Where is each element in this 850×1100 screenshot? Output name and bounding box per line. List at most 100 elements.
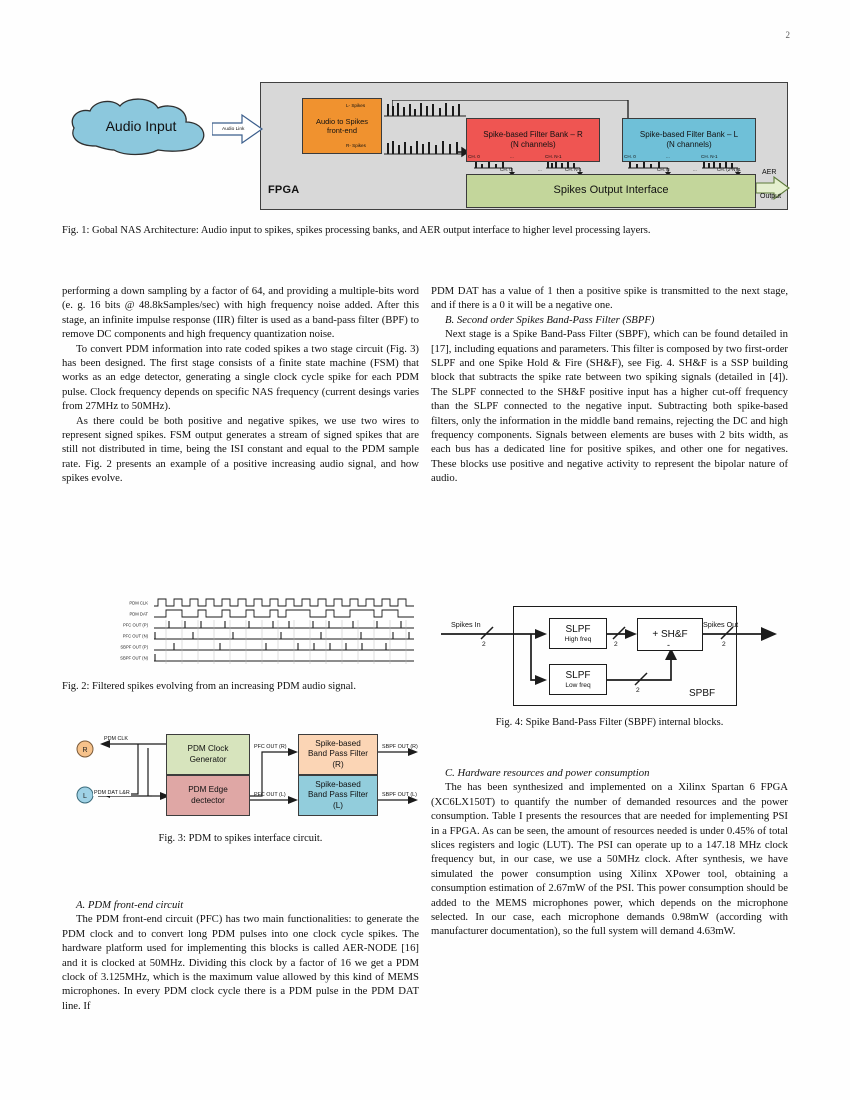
timing-diagram-svg: PDM CLK PDM DAT PFC OUT (P) PFC OUT (N) …	[120, 598, 414, 664]
section-c-heading: C. Hardware resources and power consumpt…	[445, 767, 650, 779]
svg-text:SBPF OUT (P): SBPF OUT (P)	[120, 645, 148, 650]
section-c-para: The has been synthesized and implemented…	[431, 781, 788, 938]
bpf-l-line-1: Spike-based	[315, 779, 361, 789]
right-column: PDM DAT has a value of 1 then a positive…	[431, 284, 788, 485]
pdm-edge-detector-block: PDM Edge dectector	[166, 775, 250, 816]
out-dots-2-label: ...	[693, 167, 697, 172]
slpf-hi-line-1: SLPF	[565, 623, 591, 635]
svg-text:PDM DAT: PDM DAT	[129, 612, 148, 617]
figure-3-caption: Fig. 3: PDM to spikes interface circuit.	[158, 833, 323, 844]
bpf-l-line-2: Band Pass Filter	[307, 790, 369, 800]
sbpf-out-r-label: SBPF OUT (R)	[382, 744, 418, 750]
microphone-r-icon: R	[76, 740, 94, 758]
left-para-1: performing a down sampling by a factor o…	[62, 285, 419, 341]
fpga-label: FPGA	[268, 184, 300, 196]
bpf-r-line-3: (R)	[332, 759, 344, 769]
left-column: performing a down sampling by a factor o…	[62, 284, 419, 485]
svg-text:2: 2	[614, 641, 618, 648]
audio-link-arrow-icon	[212, 113, 264, 145]
connector-front-end-to-bank-l	[392, 100, 632, 144]
clock-gen-line-2: Generator	[189, 754, 227, 764]
pdm-clock-generator-block: PDM Clock Generator	[166, 734, 250, 775]
figure-4: 2 2 2 2 Spikes In Spikes Out SLPF High f…	[431, 602, 788, 730]
out-ch-n-label: CH. N	[657, 167, 670, 172]
spikes-output-interface-label: Spikes Output Interface	[553, 184, 669, 197]
spike-band-pass-filter-l-block: Spike-based Band Pass Filter (L)	[298, 775, 378, 816]
svg-text:PFC OUT (N): PFC OUT (N)	[123, 634, 149, 639]
bpf-l-line-3: (L)	[332, 800, 343, 810]
bank-l-line-1: Spike-based Filter Bank – L	[639, 130, 739, 139]
figure-4-caption: Fig. 4: Spike Band-Pass Filter (SBPF) in…	[495, 717, 724, 728]
pdm-dat-label: PDM DAT L&R	[93, 790, 131, 796]
bank-r-line-2: (N channels)	[510, 140, 556, 149]
right-column-section-c: C. Hardware resources and power consumpt…	[431, 766, 788, 939]
figure-3: R L	[62, 730, 419, 846]
section-a-heading: A. PDM front-end circuit	[76, 899, 184, 911]
page-number: 2	[785, 30, 791, 40]
figure-1-caption: Fig. 1: Gobal NAS Architecture: Audio in…	[62, 225, 651, 236]
out-ch-0-label: CH. 0	[500, 167, 512, 172]
svg-text:R: R	[82, 747, 87, 754]
spike-train-l-icon	[384, 103, 466, 117]
bank-r-line-1: Spike-based Filter Bank – R	[483, 130, 583, 139]
bank-l-line-2: (N channels)	[666, 140, 712, 149]
shf-minus-label: -	[667, 640, 670, 650]
audio-to-spikes-front-end-block: Audio to Spikes front-end	[302, 98, 382, 154]
figure-2: PDM CLK PDM DAT PFC OUT (P) PFC OUT (N) …	[62, 596, 419, 694]
left-para-2: To convert PDM information into rate cod…	[62, 342, 419, 413]
svg-text:2: 2	[636, 687, 640, 694]
figure-4-canvas: 2 2 2 2 Spikes In Spikes Out SLPF High f…	[431, 602, 788, 708]
bank-l-ch-last: CH. N-1	[701, 154, 718, 159]
output-label: Output	[760, 193, 782, 200]
front-end-line-2: front-end	[326, 126, 358, 135]
aer-output-arrow-icon	[756, 176, 790, 200]
aer-label: AER	[762, 169, 777, 176]
svg-text:2: 2	[482, 641, 486, 648]
pfc-out-r-label: PFC OUT (R)	[254, 744, 287, 750]
spike-train-r-icon	[384, 141, 466, 155]
slpf-lo-line-1: SLPF	[565, 669, 591, 681]
spike-filter-bank-l-block: Spike-based Filter Bank – L (N channels)	[622, 118, 756, 162]
svg-text:L: L	[83, 793, 87, 800]
section-b-heading: B. Second order Spikes Band-Pass Filter …	[445, 313, 655, 326]
spike-filter-bank-r-block: Spike-based Filter Bank – R (N channels)	[466, 118, 600, 162]
audio-input-cloud-icon	[71, 98, 205, 156]
spike-band-pass-filter-r-block: Spike-based Band Pass Filter (R)	[298, 734, 378, 775]
spbf-label: SPBF	[689, 688, 716, 699]
arrow-into-bank-r-icon	[458, 146, 470, 158]
audio-input-label: Audio Input	[105, 118, 177, 134]
spbf-outer-boundary	[513, 606, 737, 706]
bpf-r-line-2: Band Pass Filter	[307, 749, 369, 759]
audio-link-label: Audio Link	[222, 127, 245, 132]
edge-det-line-1: PDM Edge	[188, 784, 228, 794]
out-ch-n-1-label: CH. N-1	[565, 167, 582, 172]
l-spikes-label: L- Spikes	[346, 103, 366, 108]
svg-text:SBPF OUT (N): SBPF OUT (N)	[120, 656, 148, 661]
figure-1: FPGA Audio Input Audio Link Audio to Spi…	[62, 76, 790, 210]
slpf-low-freq-block: SLPF Low freq	[549, 664, 607, 695]
bank-r-ch-last: CH. N-1	[545, 154, 562, 159]
out-ch-2n-1-label: CH. (2*N)-1	[717, 167, 741, 172]
pfc-out-l-label: PFC OUT (L)	[254, 792, 286, 798]
section-b-para: Next stage is a Spike Band-Pass Filter (…	[431, 328, 788, 485]
sbpf-out-l-label: SBPF OUT (L)	[382, 792, 417, 798]
slpf-high-freq-block: SLPF High freq	[549, 618, 607, 649]
front-end-line-1: Audio to Spikes	[315, 116, 369, 126]
right-para-1: PDM DAT has a value of 1 then a positive…	[431, 285, 788, 312]
figure-2-caption: Fig. 2: Filtered spikes evolving from an…	[62, 681, 356, 692]
left-para-3: As there could be both positive and nega…	[62, 414, 419, 485]
out-dots-1-label: ...	[538, 167, 542, 172]
bank-r-ch-first: CH. 0	[468, 154, 480, 159]
slpf-hi-line-2: High freq	[564, 635, 592, 643]
pdm-clk-label: PDM CLK	[104, 736, 128, 742]
clock-gen-line-1: PDM Clock	[187, 743, 229, 753]
spikes-in-label: Spikes In	[451, 620, 481, 629]
figure-3-canvas: R L	[76, 730, 433, 822]
svg-text:PFC OUT (P): PFC OUT (P)	[123, 623, 149, 628]
spikes-output-interface-block: Spikes Output Interface	[466, 174, 756, 208]
bpf-r-line-1: Spike-based	[315, 738, 361, 748]
edge-det-line-2: dectector	[191, 795, 225, 805]
bank-l-ch-dots: ...	[666, 154, 670, 159]
spikes-out-label: Spikes Out	[703, 620, 739, 629]
